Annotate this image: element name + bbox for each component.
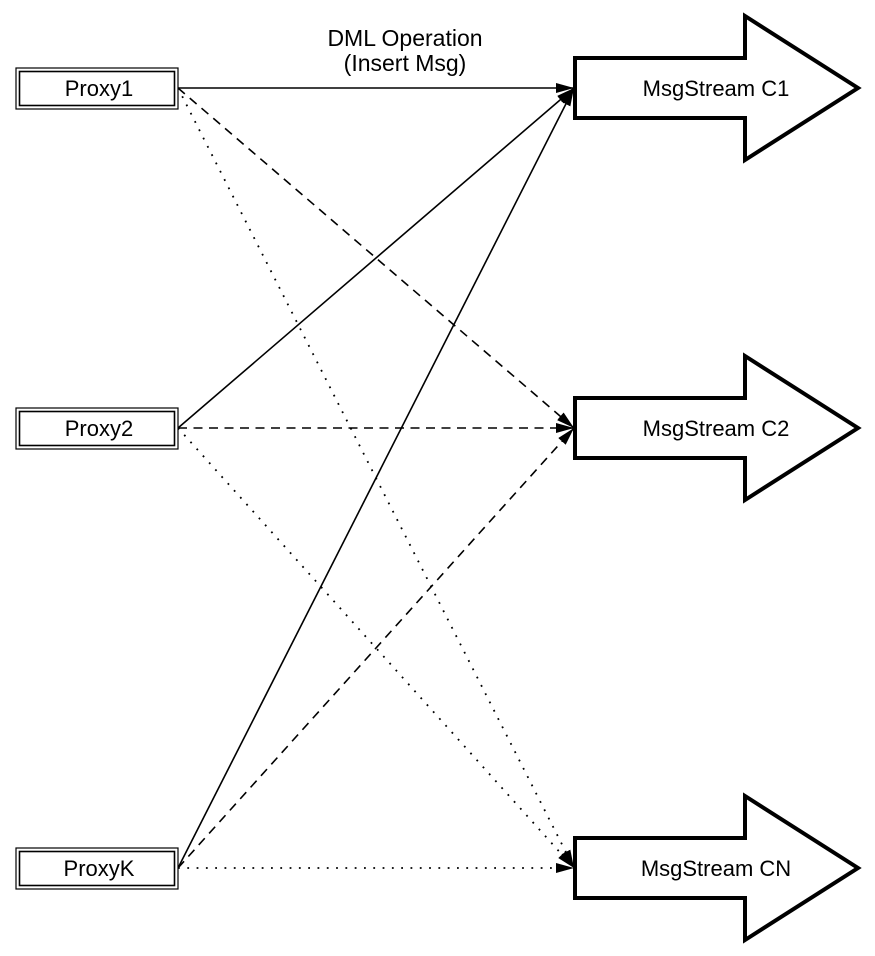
- node-msgstream-cn: MsgStream CN: [573, 792, 862, 944]
- node-proxyk: ProxyK: [15, 847, 179, 890]
- edge-proxyk-msgstream-c2: [177, 427, 575, 869]
- proxy1-label: Proxy1: [65, 76, 133, 101]
- node-proxy2: Proxy2: [15, 407, 179, 450]
- title-line-2: (Insert Msg): [344, 50, 467, 76]
- edge-proxy1-msgstream-c2: [177, 87, 575, 429]
- msgstream-c2-label: MsgStream C2: [643, 416, 790, 441]
- proxyk-label: ProxyK: [64, 856, 135, 881]
- msgstream-c2-shape: [573, 352, 862, 504]
- edge-proxy2-msgstream-cn: [177, 427, 575, 869]
- msgstream-cn-label: MsgStream CN: [641, 856, 791, 881]
- msgstream-c1-label: MsgStream C1: [643, 76, 790, 101]
- title-line-1: DML Operation: [327, 25, 482, 51]
- node-msgstream-c2: MsgStream C2: [573, 352, 862, 504]
- proxy1-box-inner: [18, 70, 176, 107]
- edges: [177, 83, 575, 873]
- edge-proxy2-msgstream-c1: [177, 87, 575, 429]
- proxy2-box-inner: [18, 410, 176, 447]
- proxy2-label: Proxy2: [65, 416, 133, 441]
- node-proxy1: Proxy1: [15, 67, 179, 110]
- msgstream-c1-shape: [573, 12, 862, 164]
- edge-proxyk-msgstream-c1: [177, 87, 575, 869]
- diagram-title: DML Operation (Insert Msg): [327, 25, 482, 76]
- proxyk-box-inner: [18, 850, 176, 887]
- node-msgstream-c1: MsgStream C1: [573, 12, 862, 164]
- msgstream-cn-shape: [573, 792, 862, 944]
